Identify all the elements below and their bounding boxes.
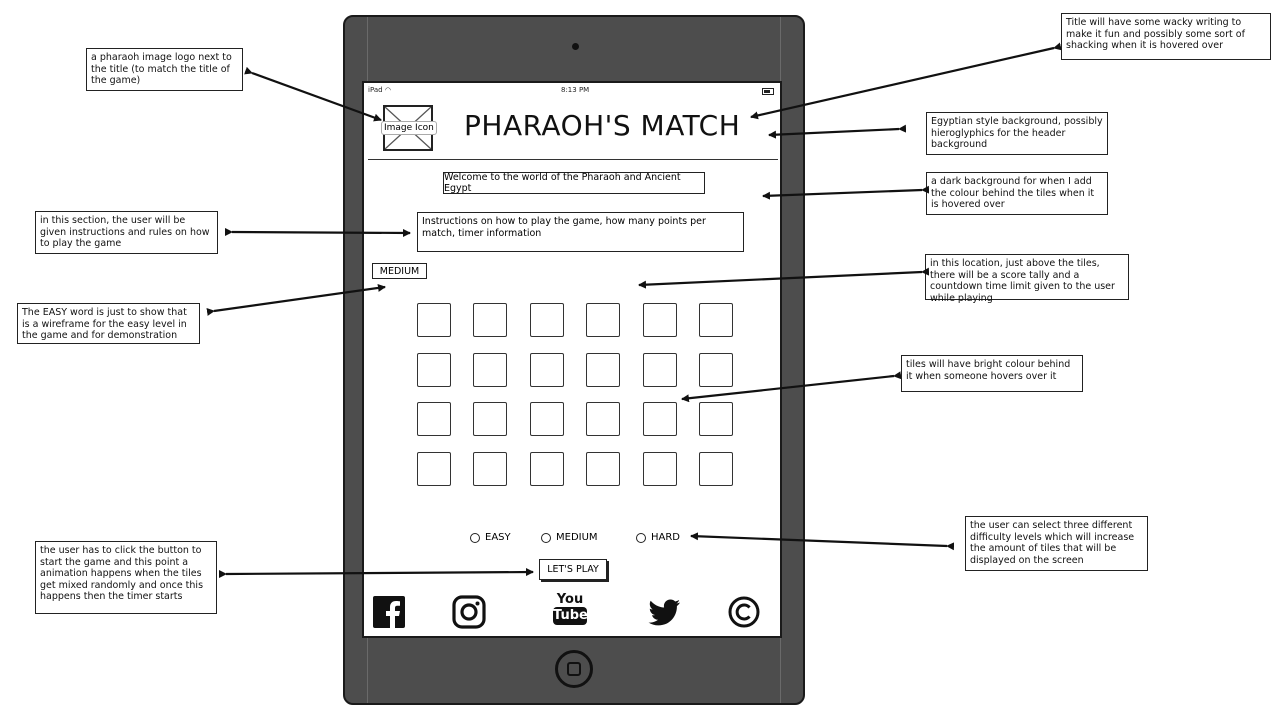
game-tile[interactable]: [417, 451, 451, 486]
note-score: in this location, just above the tiles, …: [925, 254, 1129, 304]
wifi-icon: ◠: [384, 86, 391, 94]
note-instructions: in this section, the user will be given …: [35, 211, 218, 254]
clock: 8:13 PM: [561, 86, 590, 94]
game-tile[interactable]: [529, 451, 564, 486]
game-tile[interactable]: [473, 352, 508, 387]
copyright-icon[interactable]: [727, 595, 761, 629]
difficulty-medium[interactable]: MEDIUM: [541, 532, 598, 543]
facebook-icon[interactable]: [372, 595, 406, 629]
game-tile[interactable]: [473, 451, 508, 486]
game-tile[interactable]: [699, 352, 733, 387]
note-logo: a pharaoh image logo next to the title (…: [86, 48, 243, 91]
logo-label: Image Icon: [381, 121, 437, 135]
youtube-text-bottom: Tube: [553, 607, 588, 625]
game-tile[interactable]: [586, 352, 621, 387]
game-tile[interactable]: [586, 451, 621, 486]
game-tile[interactable]: [699, 402, 733, 436]
game-tile[interactable]: [586, 303, 621, 337]
radio-label: EASY: [485, 532, 511, 543]
game-tile[interactable]: [417, 303, 451, 337]
instagram-icon[interactable]: [452, 595, 486, 629]
game-tile[interactable]: [642, 451, 677, 486]
radio-icon: [470, 532, 480, 543]
game-tile[interactable]: [529, 303, 564, 337]
note-title: Title will have some wacky writing to ma…: [1061, 13, 1271, 60]
home-button[interactable]: [555, 650, 593, 688]
note-background: Egyptian style background, possibly hier…: [926, 112, 1108, 155]
page-title: PHARAOH'S MATCH: [464, 109, 741, 142]
instructions-box: Instructions on how to play the game, ho…: [417, 212, 744, 252]
note-easy-word: The EASY word is just to show that is a …: [17, 303, 200, 344]
difficulty-easy[interactable]: EASY: [470, 532, 511, 543]
battery-icon: [762, 88, 774, 95]
header-divider: [368, 159, 778, 160]
lets-play-button[interactable]: LET'S PLAY: [539, 559, 607, 580]
game-tile[interactable]: [642, 303, 677, 337]
difficulty-hard[interactable]: HARD: [636, 532, 680, 543]
tile-grid: [417, 303, 735, 489]
home-button-square: [567, 662, 581, 676]
game-tile[interactable]: [417, 352, 451, 387]
note-tiles: tiles will have bright colour behind it …: [901, 355, 1083, 392]
youtube-icon[interactable]: You Tube: [553, 592, 588, 631]
game-tile[interactable]: [473, 303, 508, 337]
game-tile[interactable]: [473, 402, 508, 436]
game-tile[interactable]: [586, 402, 621, 436]
game-tile[interactable]: [699, 303, 733, 337]
current-level-label: MEDIUM: [372, 263, 427, 279]
logo-image-placeholder: Image Icon: [381, 105, 437, 151]
game-tile[interactable]: [699, 451, 733, 486]
welcome-banner: Welcome to the world of the Pharaoh and …: [443, 172, 705, 194]
note-play-button: the user has to click the button to star…: [35, 541, 217, 614]
game-tile[interactable]: [642, 352, 677, 387]
radio-label: HARD: [651, 532, 681, 543]
game-tile[interactable]: [642, 402, 677, 436]
game-tile[interactable]: [417, 402, 451, 436]
radio-icon: [636, 532, 646, 543]
radio-label: MEDIUM: [556, 532, 598, 543]
note-dark-bg: a dark background for when I add the col…: [926, 172, 1108, 215]
radio-icon: [541, 532, 551, 543]
status-bar: iPad ◠ 8:13 PM: [368, 86, 776, 98]
twitter-icon[interactable]: [648, 595, 682, 629]
carrier-label: iPad ◠: [368, 86, 391, 94]
note-difficulty: the user can select three different diff…: [965, 516, 1148, 571]
game-tile[interactable]: [529, 402, 564, 436]
game-tile[interactable]: [529, 352, 564, 387]
youtube-text-top: You: [556, 592, 584, 607]
tablet-screen: iPad ◠ 8:13 PM Image Icon PHARAOH'S MATC…: [362, 81, 782, 638]
camera: [572, 43, 579, 50]
